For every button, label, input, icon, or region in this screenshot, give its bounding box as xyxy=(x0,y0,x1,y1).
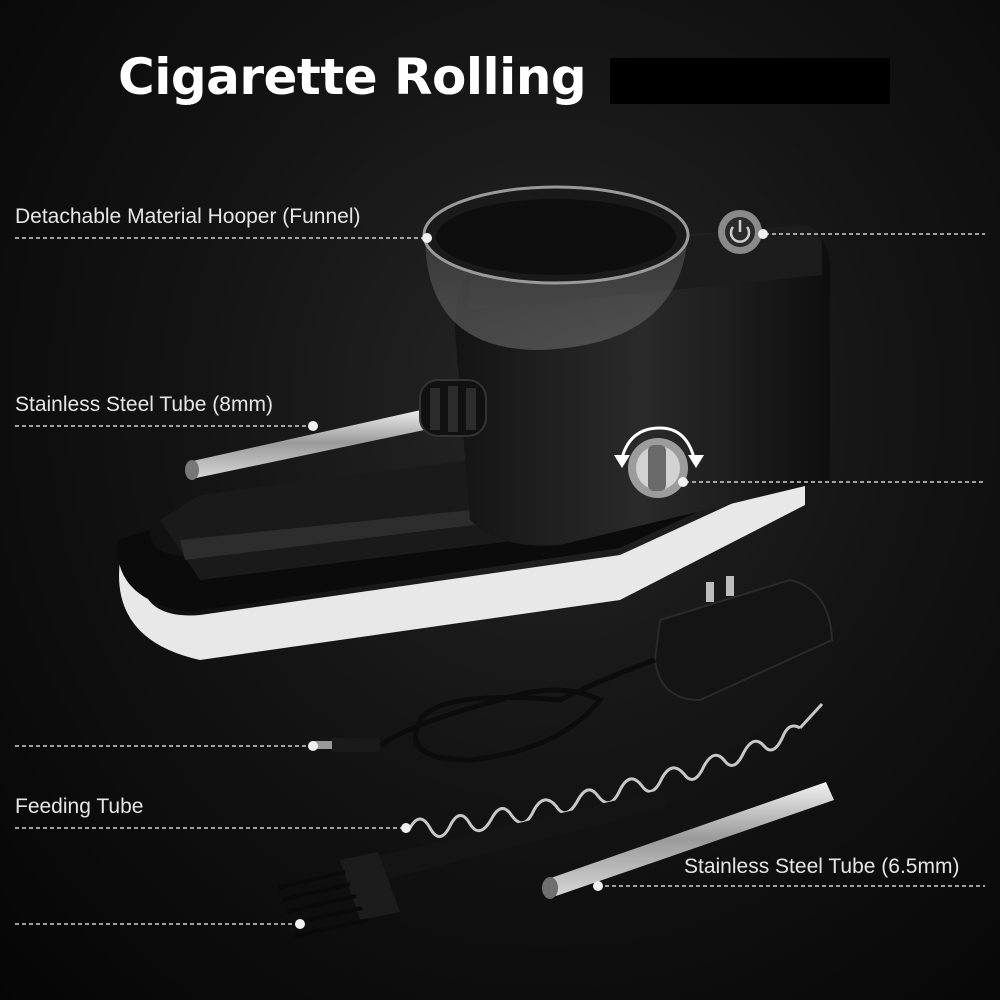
page-title: Cigarette Rolling xyxy=(118,48,587,106)
power-adapter xyxy=(653,576,834,702)
callout-hopper: Detachable Material Hooper (Funnel) xyxy=(15,205,361,228)
callout-tube-8mm: Stainless Steel Tube (8mm) xyxy=(15,393,273,416)
speed-dial[interactable] xyxy=(614,426,704,498)
tube-knob xyxy=(419,379,487,437)
power-icon xyxy=(729,226,751,243)
steel-tube-6-5mm xyxy=(542,782,834,899)
cleaning-brush xyxy=(277,790,668,938)
machine-base xyxy=(117,420,811,660)
hopper-funnel xyxy=(422,185,690,350)
callout-leader-lines xyxy=(15,233,985,925)
rotate-right-arrow-icon xyxy=(659,426,696,459)
steel-tube-8mm xyxy=(185,408,434,480)
title-background-bar xyxy=(610,58,890,104)
rotate-left-arrow-icon xyxy=(620,426,661,459)
power-cable xyxy=(312,657,656,763)
callout-tube-6-5mm: Stainless Steel Tube (6.5mm) xyxy=(684,855,960,878)
power-button[interactable] xyxy=(718,210,762,254)
callout-dots xyxy=(295,229,768,929)
callout-feeding-tube: Feeding Tube xyxy=(15,795,144,818)
